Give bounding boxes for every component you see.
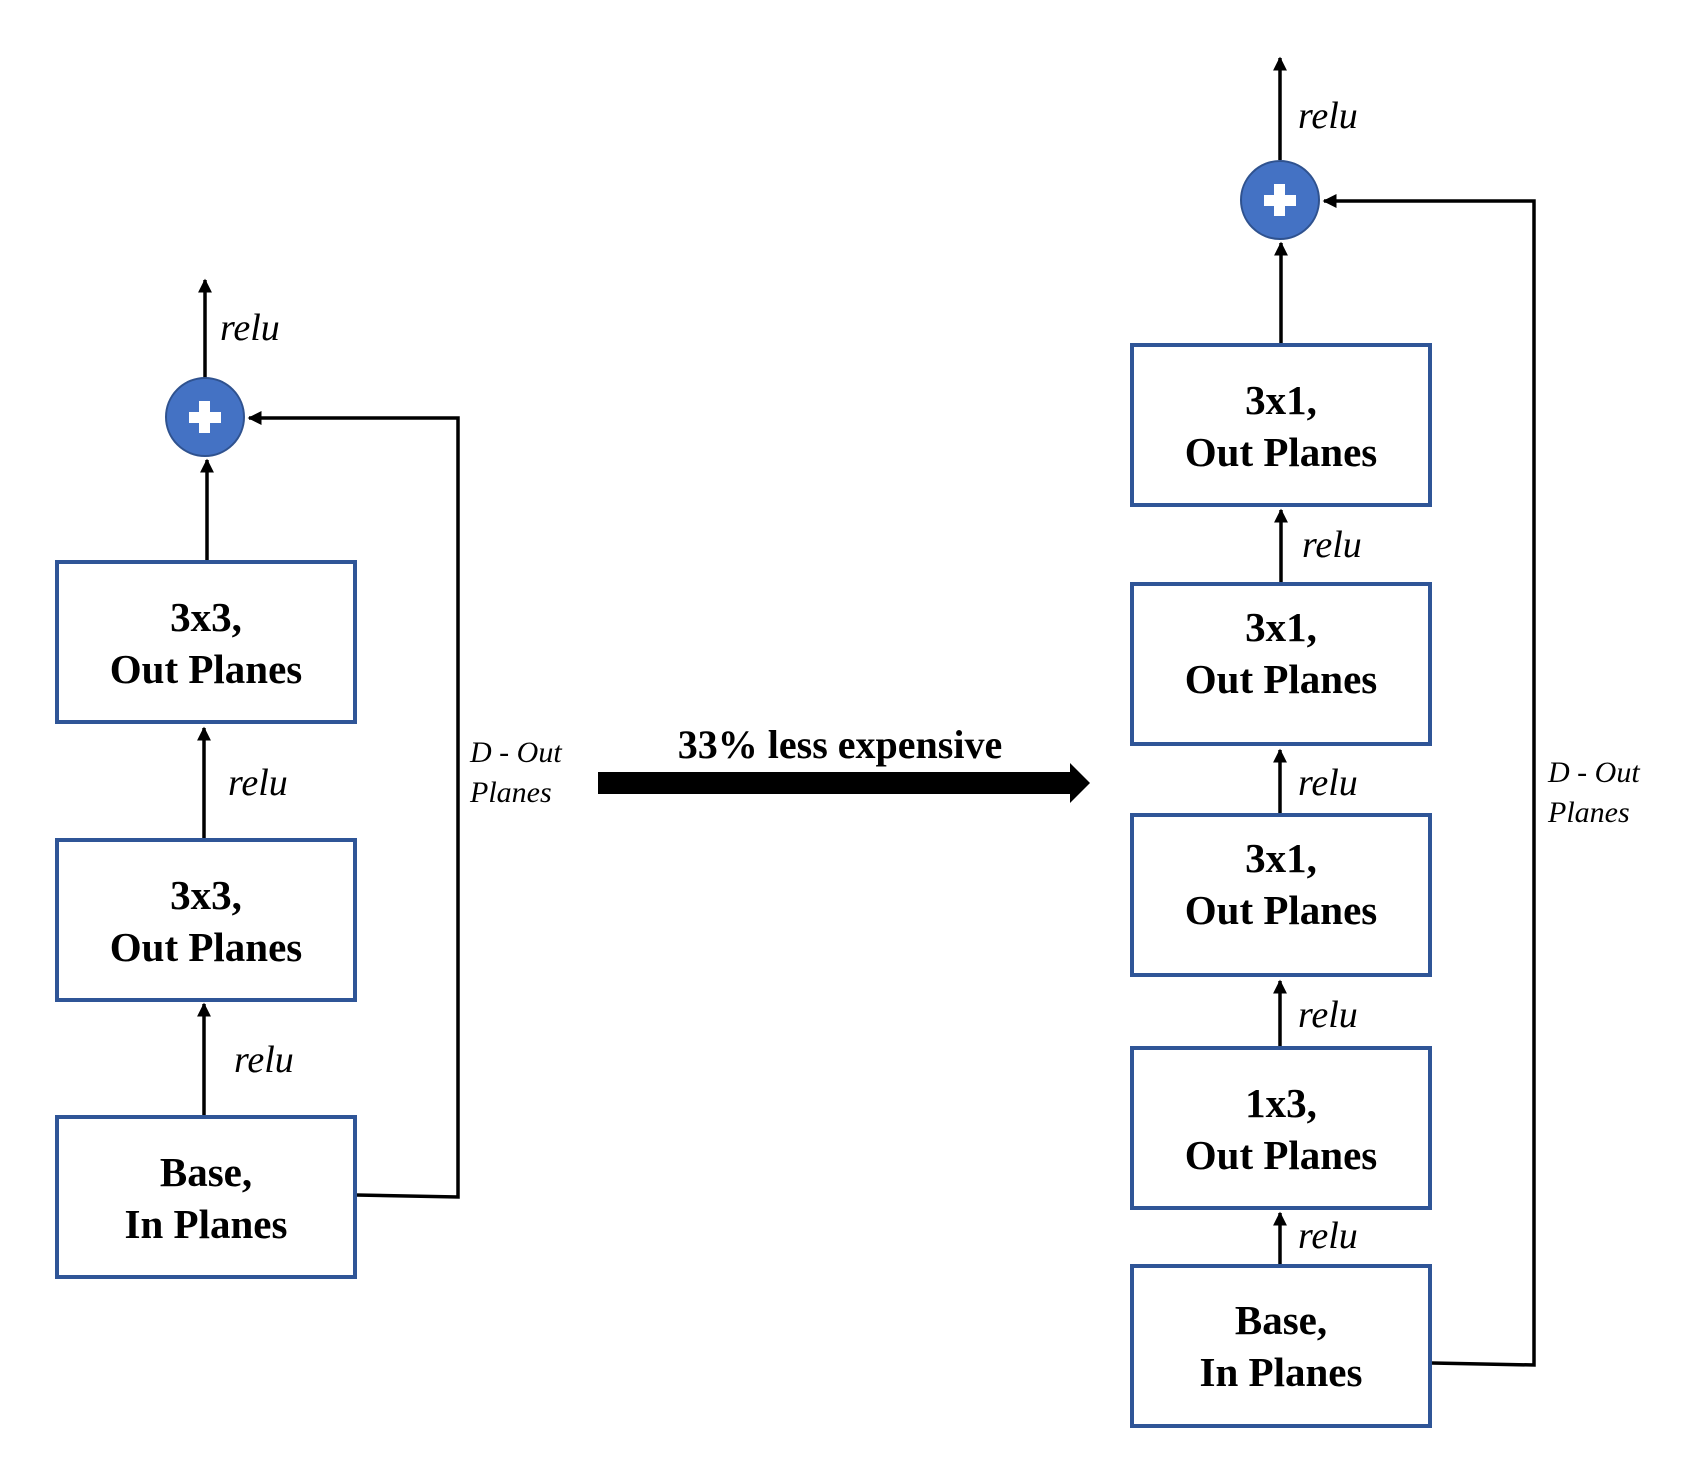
left-layer-line2: Out Planes <box>110 646 303 692</box>
right-layer-line1: 3x1, <box>1245 377 1317 423</box>
left-add-node <box>165 377 245 457</box>
left-shortcut-connection <box>247 411 460 1199</box>
right-layer-line1: Base, <box>1235 1297 1327 1343</box>
right-inter-relu-label: relu <box>1298 762 1358 804</box>
left-layer-line1: 3x3, <box>170 594 242 640</box>
right-shortcut-connection <box>1322 194 1536 1367</box>
right-layer-line1: 3x1, <box>1245 604 1317 650</box>
left-layer-box: 3x3, Out Planes <box>55 560 357 724</box>
right-layer-line2: Out Planes <box>1185 887 1378 933</box>
left-inter-relu-label: relu <box>228 762 288 804</box>
left-layer-line1: Base, <box>160 1149 252 1195</box>
transition: 33% less expensive <box>598 722 1090 803</box>
right-output-relu-label: relu <box>1298 95 1358 137</box>
left-residual-block: relu D - Out Planes 3x3, Out Planes 3x3,… <box>55 278 562 1279</box>
right-layer-line2: Out Planes <box>1185 429 1378 475</box>
transition-arrow-head-icon <box>1070 763 1090 803</box>
left-layer-box: Base, In Planes <box>55 1115 357 1279</box>
right-layer-box: 3x1, Out Planes <box>1130 582 1432 746</box>
right-layer-box: 3x1, Out Planes <box>1130 813 1432 977</box>
right-layer-line2: Out Planes <box>1185 656 1378 702</box>
left-shortcut-label-line1: D - Out <box>469 736 562 769</box>
right-add-node <box>1240 160 1320 240</box>
left-layer-line2: Out Planes <box>110 924 303 970</box>
right-layer-line1: 3x1, <box>1245 835 1317 881</box>
right-inter-relu-label: relu <box>1302 524 1362 566</box>
right-inter-relu-label: relu <box>1298 1215 1358 1257</box>
left-layer-line2: In Planes <box>125 1201 288 1247</box>
right-inter-relu-label: relu <box>1298 994 1358 1036</box>
left-inter-relu-label: relu <box>234 1039 294 1081</box>
left-layer-box: 3x3, Out Planes <box>55 838 357 1002</box>
left-output-relu-label: relu <box>220 307 280 349</box>
right-shortcut-label-line2: Planes <box>1547 796 1630 829</box>
transition-label: 33% less expensive <box>678 722 1002 767</box>
right-layer-line2: Out Planes <box>1185 1132 1378 1178</box>
left-layer-line1: 3x3, <box>170 872 242 918</box>
right-layer-box: Base, In Planes <box>1130 1264 1432 1428</box>
right-plus-vertical-icon <box>1274 184 1285 216</box>
transition-arrow-shaft <box>598 772 1076 794</box>
right-layer-box: 3x1, Out Planes <box>1130 343 1432 507</box>
right-layer-line1: 1x3, <box>1245 1080 1317 1126</box>
right-layer-line2: In Planes <box>1200 1349 1363 1395</box>
right-layer-box: 1x3, Out Planes <box>1130 1046 1432 1210</box>
left-shortcut-label-line2: Planes <box>469 776 552 809</box>
right-residual-block: relu D - Out Planes 3x1, Out Planes 3x1,… <box>1130 56 1640 1428</box>
left-plus-vertical-icon <box>199 401 210 433</box>
right-shortcut-label-line1: D - Out <box>1547 756 1640 789</box>
